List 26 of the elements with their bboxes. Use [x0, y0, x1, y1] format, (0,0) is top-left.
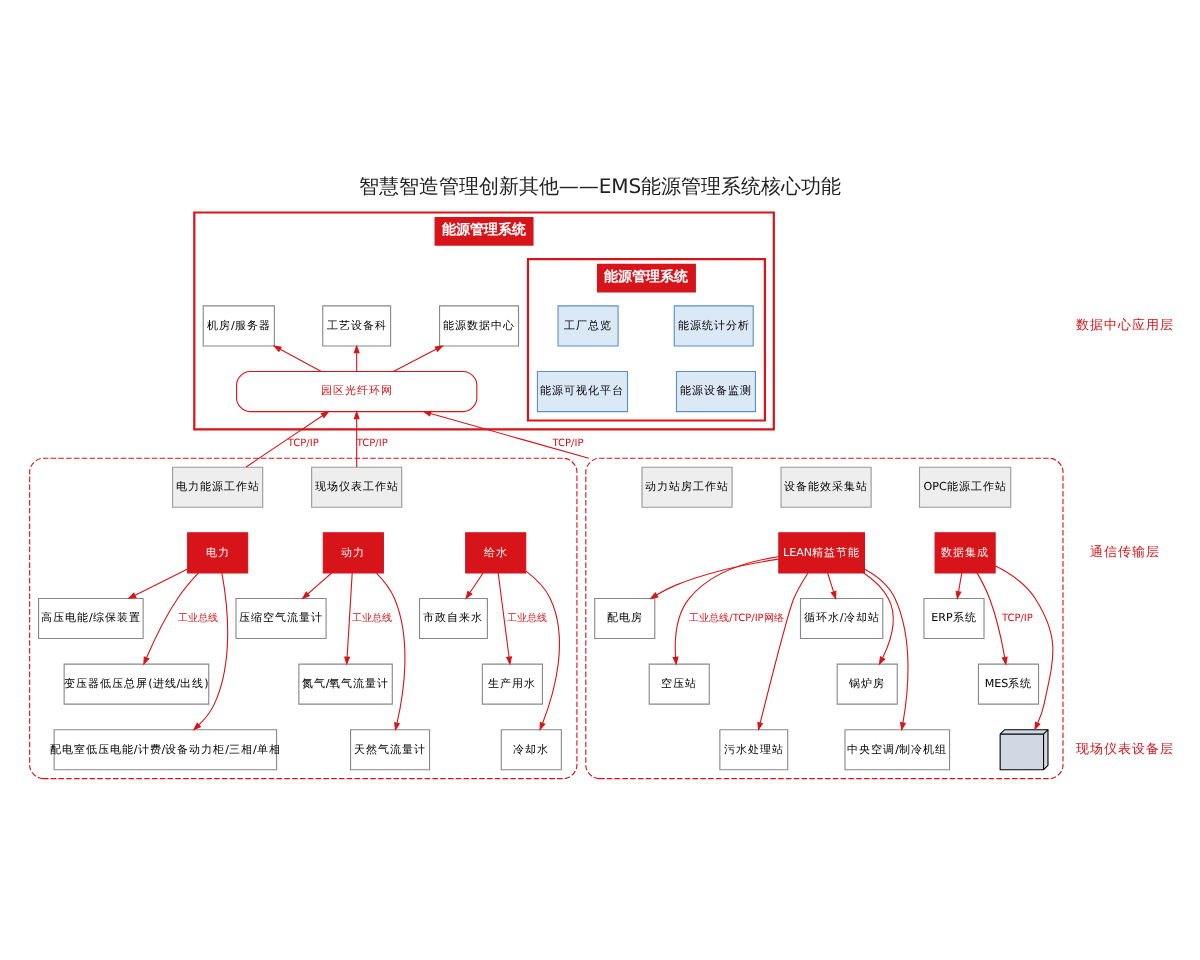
- diagram-title: 智慧智造管理创新其他——EMS能源管理系统核心功能: [358, 176, 842, 199]
- arrow: [672, 556, 780, 666]
- arrow: [864, 568, 909, 732]
- arrow: [245, 410, 330, 468]
- arrow: [649, 558, 780, 600]
- arrow: [955, 572, 963, 600]
- arrow: [465, 572, 484, 600]
- arrow: [353, 410, 360, 468]
- arrow: [827, 572, 837, 600]
- arrow: [272, 345, 322, 372]
- arrow: [392, 345, 444, 372]
- arrow: [525, 570, 561, 732]
- arrow: [301, 572, 333, 600]
- cluster: [585, 457, 1064, 780]
- arrow: [143, 572, 199, 666]
- arrow: [976, 572, 1008, 666]
- arrow: [863, 572, 894, 666]
- arrow: [353, 344, 360, 372]
- arrow: [127, 568, 189, 600]
- arrow: [497, 572, 513, 666]
- arrow: [375, 572, 406, 732]
- arrow: [344, 572, 353, 666]
- arrow: [192, 572, 229, 731]
- cluster: [29, 457, 578, 780]
- arrow: [994, 565, 1054, 731]
- arrow: [757, 572, 809, 732]
